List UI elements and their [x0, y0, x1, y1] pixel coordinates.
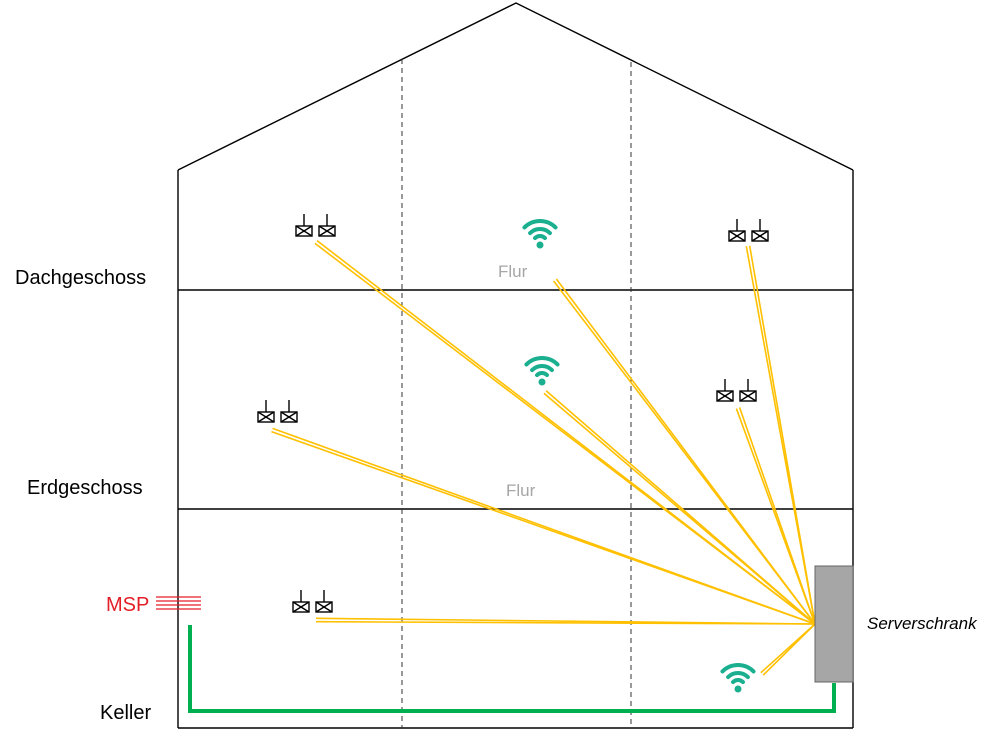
cable-ground-wifi [543, 392, 816, 625]
cable-ground-left-socket [271, 430, 816, 625]
cable-basement-wifi [762, 623, 816, 676]
floor-label-basement: Keller [100, 702, 152, 724]
cable-ground-right-socket [735, 408, 816, 625]
ground-connection-line [188, 625, 836, 713]
dual-network-socket-icon [292, 589, 333, 613]
msp-lines [156, 596, 201, 610]
network-socket-ground-left [257, 399, 298, 423]
main-distribution-label: MSP [106, 594, 150, 616]
cable-group [271, 240, 816, 676]
hallway-label-ground: Flur [506, 481, 536, 500]
network-socket-attic-left [295, 213, 336, 237]
wifi-access-point-upper [522, 219, 558, 249]
wifi-access-point-icon [522, 219, 558, 249]
server-cabinet-label: Serverschrank [867, 614, 977, 633]
cable-basement-socket [315, 620, 816, 625]
floor-label-ground: Erdgeschoss [27, 477, 143, 499]
wifi-access-point-icon [720, 663, 756, 693]
server-cabinet [814, 565, 854, 683]
dual-network-socket-icon [257, 399, 298, 423]
wifi-access-point-icon [524, 356, 560, 386]
hallway-label-upper: Flur [498, 262, 528, 281]
cable-attic-right-socket [745, 246, 816, 625]
network-socket-basement [292, 589, 333, 613]
house-roof [177, 2, 854, 171]
dual-network-socket-icon [295, 213, 336, 237]
floor-label-attic: Dachgeschoss [15, 267, 147, 289]
dual-network-socket-icon [716, 378, 757, 402]
dual-network-socket-icon [728, 218, 769, 242]
wifi-access-point-ground [524, 356, 560, 386]
cable-attic-left-socket [314, 242, 816, 625]
cable-attic-wifi [553, 280, 816, 625]
wifi-access-point-basement [720, 663, 756, 693]
network-socket-attic-right [728, 218, 769, 242]
network-socket-ground-right [716, 378, 757, 402]
